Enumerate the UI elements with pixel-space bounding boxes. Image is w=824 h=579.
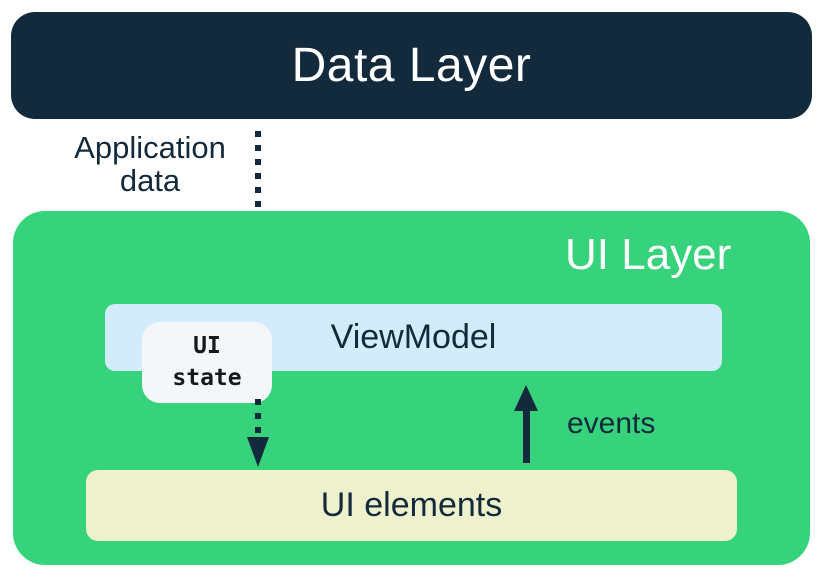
application-data-label: Application data: [74, 130, 226, 199]
ui-layer-title: UI Layer: [565, 230, 732, 279]
application-data-arrow-line-lower: [255, 399, 261, 436]
arrow-down-icon: [247, 437, 269, 467]
ui-elements-title: UI elements: [320, 486, 503, 524]
viewmodel-title: ViewModel: [330, 318, 497, 356]
ui-state-badge-label: UI state: [172, 333, 242, 391]
events-arrow-line: [523, 407, 530, 463]
ui-state-badge: UI state: [142, 322, 272, 403]
events-label: events: [567, 407, 656, 440]
data-layer-box: Data Layer: [11, 12, 812, 119]
arrow-up-icon: [514, 385, 538, 411]
application-data-arrow-line: [255, 131, 261, 267]
data-layer-title: Data Layer: [291, 39, 532, 92]
ui-elements-box: UI elements: [86, 470, 737, 541]
